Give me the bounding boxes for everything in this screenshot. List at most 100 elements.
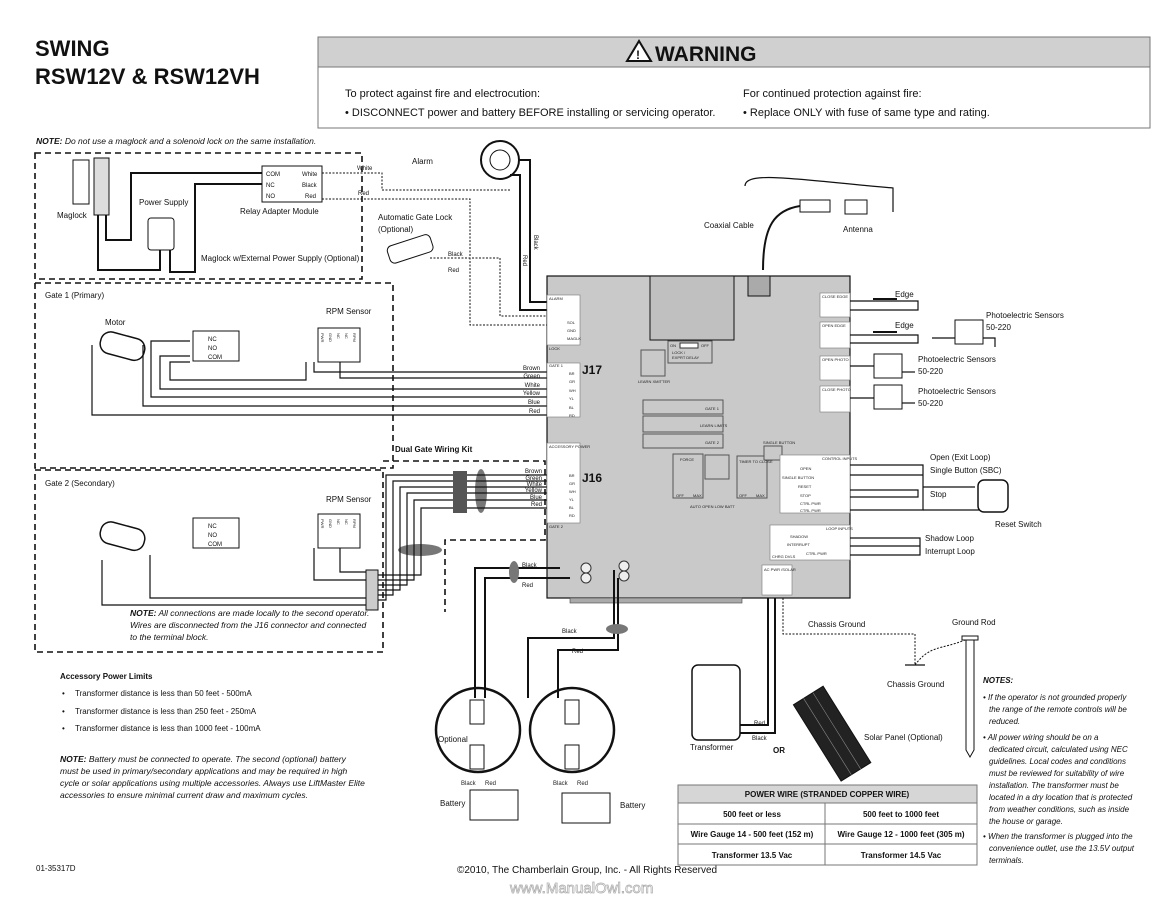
antenna-icon bbox=[844, 199, 868, 215]
gate1-buttons[interactable] bbox=[642, 399, 724, 415]
gate-lock-label: Automatic Gate Lock bbox=[378, 213, 453, 222]
maglock-caption: Maglock w/External Power Supply (Optiona… bbox=[201, 254, 360, 263]
terminal-block bbox=[365, 569, 379, 611]
svg-text:Photoelectric Sensors: Photoelectric Sensors bbox=[986, 311, 1064, 320]
auto-open-switch[interactable] bbox=[704, 454, 730, 480]
gate2-note-line3: to the terminal block. bbox=[130, 632, 208, 642]
copyright: ©2010, The Chamberlain Group, Inc. - All… bbox=[457, 865, 717, 876]
svg-text:YL: YL bbox=[569, 396, 575, 401]
svg-text:Yellow: Yellow bbox=[525, 488, 543, 494]
wire-bundle-icon bbox=[398, 544, 442, 556]
interrupt-loop-label: Interrupt Loop bbox=[925, 547, 975, 556]
notes: NOTES: • If the operator is not grounded… bbox=[983, 676, 1135, 865]
svg-text:CTRL PWR: CTRL PWR bbox=[800, 508, 821, 513]
rpm-sensor-2-label: RPM Sensor bbox=[326, 495, 372, 504]
svg-text:GATE 1: GATE 1 bbox=[549, 363, 564, 368]
battery-section: Black Red Black Red Optional Black Red B… bbox=[434, 561, 645, 824]
warning-title: WARNING bbox=[655, 43, 757, 66]
svg-text:cycle or solar applications us: cycle or solar applications using multip… bbox=[60, 778, 365, 788]
svg-text:White: White bbox=[357, 166, 373, 172]
svg-text:Accessory Power Limits: Accessory Power Limits bbox=[60, 672, 153, 681]
ground-rod-icon bbox=[961, 635, 979, 641]
connector-block bbox=[453, 471, 467, 513]
svg-text:NO: NO bbox=[266, 194, 275, 200]
battery-icon-2 bbox=[561, 792, 611, 824]
force-dial[interactable] bbox=[672, 453, 704, 499]
svg-text:COM: COM bbox=[266, 172, 280, 178]
svg-text:WH: WH bbox=[569, 489, 576, 494]
svg-text:LEARN LIMITS: LEARN LIMITS bbox=[700, 423, 728, 428]
svg-text:GND: GND bbox=[328, 519, 333, 528]
svg-text:RPM: RPM bbox=[352, 333, 357, 342]
solar-panel-label: Solar Panel (Optional) bbox=[864, 733, 943, 742]
svg-text:Red: Red bbox=[531, 502, 542, 508]
learn-xmitter-label: LEARN XMITTER bbox=[638, 379, 670, 384]
svg-text:LOOP INPUTS: LOOP INPUTS bbox=[826, 526, 853, 531]
warning-box: ! WARNING To protect against fire and el… bbox=[317, 36, 1151, 129]
svg-text:OFF: OFF bbox=[676, 493, 685, 498]
gate2-buttons[interactable] bbox=[642, 433, 724, 449]
antenna-jack bbox=[747, 275, 771, 297]
open-exit-label: Open (Exit Loop) bbox=[930, 453, 991, 462]
gate2-note-line2: Wires are disconnected from the J16 conn… bbox=[130, 620, 366, 630]
power-wire-table: POWER WIRE (STRANDED COPPER WIRE) 500 fe… bbox=[677, 784, 978, 866]
svg-text:NO: NO bbox=[208, 533, 217, 539]
svg-text:NC: NC bbox=[266, 183, 275, 189]
svg-text:Yellow: Yellow bbox=[523, 391, 541, 397]
antenna-connector-icon bbox=[799, 199, 831, 213]
coax-label: Coaxial Cable bbox=[704, 221, 754, 230]
svg-text:Green: Green bbox=[523, 374, 540, 380]
single-button[interactable] bbox=[763, 445, 783, 461]
wire-bundle-icon-2 bbox=[475, 469, 487, 513]
svg-text:OFF: OFF bbox=[739, 493, 748, 498]
alarm-section: Alarm White Red Red Black Automatic Gate… bbox=[322, 140, 548, 326]
svg-text:BL: BL bbox=[569, 505, 575, 510]
svg-text:ALARM: ALARM bbox=[549, 296, 563, 301]
maglock-plate-icon bbox=[72, 159, 90, 205]
svg-text:Red: Red bbox=[522, 583, 533, 589]
relay-module-label: Relay Adapter Module bbox=[240, 207, 319, 216]
accessory-power-limits: Accessory Power Limits •Transformer dist… bbox=[60, 672, 261, 733]
limit-switch bbox=[192, 330, 240, 362]
svg-text:Black: Black bbox=[522, 563, 538, 569]
learn-limits-button[interactable] bbox=[642, 415, 724, 433]
transformer-label: Transformer bbox=[690, 743, 734, 752]
svg-text:from weather conditions, such: from weather conditions, such as inside bbox=[989, 805, 1130, 814]
gate2-section: Dual Gate Wiring Kit Gate 2 (Secondary) … bbox=[34, 445, 548, 653]
alarm-label: Alarm bbox=[412, 157, 433, 166]
svg-text:• If the operator is not groun: • If the operator is not grounded proper… bbox=[983, 693, 1127, 702]
svg-text:Blue: Blue bbox=[530, 495, 543, 501]
svg-text:Red: Red bbox=[572, 649, 583, 655]
warning-triangle-icon: ! bbox=[625, 39, 653, 62]
svg-text:SINGLE BUTTON: SINGLE BUTTON bbox=[763, 440, 795, 445]
chassis-ground-top-label: Chassis Ground bbox=[808, 620, 865, 629]
svg-text:Photoelectric Sensors: Photoelectric Sensors bbox=[918, 355, 996, 364]
battery-label-2: Battery bbox=[620, 801, 645, 810]
svg-text:OFF: OFF bbox=[701, 343, 710, 348]
svg-text:GND: GND bbox=[567, 328, 576, 333]
svg-text:RD: RD bbox=[569, 513, 575, 518]
lock-delay-switch[interactable] bbox=[679, 342, 699, 349]
motor-icon bbox=[99, 331, 146, 362]
stop-label: Stop bbox=[930, 490, 947, 499]
svg-text:Green: Green bbox=[525, 476, 542, 482]
learn-xmitter-button[interactable] bbox=[640, 349, 666, 377]
svg-text:NC: NC bbox=[336, 333, 341, 339]
svg-text:Photoelectric Sensors: Photoelectric Sensors bbox=[918, 387, 996, 396]
gate-lock-icon bbox=[386, 234, 434, 264]
battery-note: NOTE: Battery must be connected to opera… bbox=[60, 754, 365, 800]
j17-label: J17 bbox=[582, 363, 602, 377]
svg-text:OPEN: OPEN bbox=[800, 466, 811, 471]
gate2-label: Gate 2 (Secondary) bbox=[45, 479, 115, 488]
svg-text:•: • bbox=[62, 689, 65, 698]
relay-adapter-module bbox=[261, 165, 323, 203]
photo-sensor-icon-3 bbox=[873, 384, 903, 410]
control-board: ALARM SOL GND MAGLK LOCK GATE 1 J17 BR G… bbox=[546, 275, 858, 604]
timer-to-close-dial[interactable] bbox=[736, 455, 768, 499]
top-note: NOTE: Do not use a maglock and a solenoi… bbox=[36, 136, 316, 146]
transformer-icon bbox=[691, 664, 741, 741]
svg-text:NC: NC bbox=[344, 333, 349, 339]
svg-text:Wire Gauge 12 - 1000 feet (305: Wire Gauge 12 - 1000 feet (305 m) bbox=[837, 830, 964, 839]
svg-text:Black: Black bbox=[532, 235, 538, 251]
